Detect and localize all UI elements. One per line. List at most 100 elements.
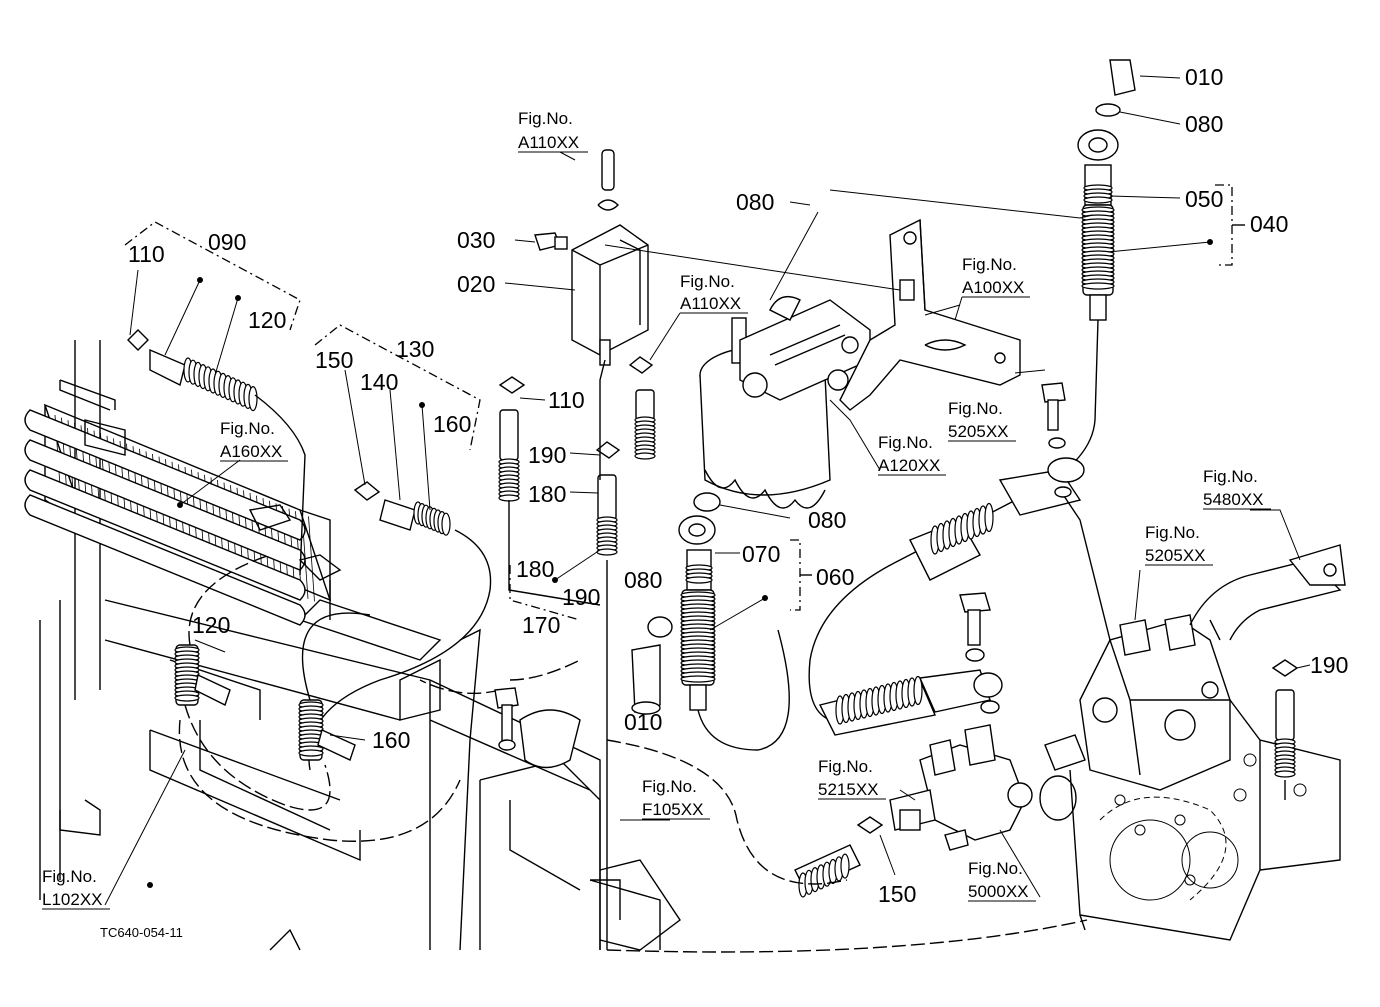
control-valve: [1044, 614, 1231, 791]
callout-160: 160: [372, 727, 410, 753]
callout-030: 030: [457, 227, 495, 253]
callout-190: 190: [1310, 652, 1348, 678]
pipe-5480: [1189, 544, 1346, 641]
hose-rib: [913, 675, 923, 706]
callout-120: 120: [248, 307, 286, 333]
fitting-190-right: [1271, 659, 1299, 800]
hose-rib: [248, 386, 258, 412]
fig-ref-5215: Fig.No. 5215XX: [818, 757, 886, 800]
mounting-bracket: [839, 218, 1021, 411]
leader-lines: [104, 75, 1311, 906]
hose-rib: [441, 512, 451, 536]
svg-text:5205XX: 5205XX: [948, 422, 1009, 441]
svg-text:5480XX: 5480XX: [1203, 490, 1264, 509]
callout-080: 080: [808, 507, 846, 533]
cooler-return-pipe: [184, 704, 331, 811]
frame-pipe: [178, 719, 461, 842]
pin-part: [601, 149, 615, 191]
svg-text:Fig.No.: Fig.No.: [818, 757, 873, 776]
fig-ref-a100: Fig.No. A100XX: [954, 255, 1030, 321]
svg-text:Fig.No.: Fig.No.: [948, 399, 1003, 418]
hose-rib: [634, 452, 656, 460]
fig-ref-a110-mid: Fig.No. A110XX: [649, 272, 748, 361]
oil-cooler: [24, 379, 342, 626]
callout-180: 180: [516, 556, 554, 582]
tractor-frame-outline: [39, 340, 681, 951]
fig-ref-f105: Fig.No. F105XX: [642, 777, 710, 820]
svg-text:A160XX: A160XX: [220, 442, 282, 461]
assembly-brackets: [509, 184, 1245, 621]
figure-references: Fig.No. A110XX Fig.No. A110XX Fig.No. A1…: [42, 109, 1271, 910]
callout-020: 020: [457, 271, 495, 297]
callout-010: 010: [624, 709, 662, 735]
svg-text:Fig.No.: Fig.No.: [1145, 523, 1200, 542]
callout-080: 080: [1185, 111, 1223, 137]
svg-text:A120XX: A120XX: [878, 456, 940, 475]
fitting-160-lower: [298, 699, 356, 761]
hose-rib: [298, 749, 324, 757]
mid-pipe: [509, 659, 581, 681]
callout-190: 190: [562, 584, 600, 610]
callout-090: 090: [208, 229, 246, 255]
svg-text:Fig.No.: Fig.No.: [220, 419, 275, 438]
fig-ref-a160: Fig.No. A160XX: [220, 419, 288, 462]
svg-text:A100XX: A100XX: [962, 278, 1024, 297]
hose-rib: [680, 675, 716, 683]
hose-rib: [984, 502, 994, 533]
callout-080: 080: [736, 189, 774, 215]
svg-text:Fig.No.: Fig.No.: [518, 109, 573, 128]
svg-text:Fig.No.: Fig.No.: [680, 272, 735, 291]
callout-010: 010: [1185, 64, 1223, 90]
cooler-feed-pipe: [188, 554, 271, 646]
hose-rib: [1081, 282, 1115, 290]
svg-text:Fig.No.: Fig.No.: [962, 255, 1017, 274]
svg-text:5205XX: 5205XX: [1145, 546, 1206, 565]
return-pipe-bottom: [606, 919, 1088, 953]
hydraulic-pump: [889, 724, 1077, 851]
fitting-120-lower: [174, 644, 231, 706]
transmission-housing: [1069, 699, 1341, 941]
hose-130: [301, 324, 492, 771]
hose-040: [808, 59, 1136, 721]
hose-rib: [174, 694, 200, 702]
cooler-fin: [308, 516, 315, 602]
callout-110: 110: [128, 241, 165, 267]
drawing-code: TC640-054-11: [100, 925, 183, 940]
callout-150: 150: [878, 881, 916, 907]
svg-text:Fig.No.: Fig.No.: [1203, 467, 1258, 486]
svg-text:Fig.No.: Fig.No.: [968, 859, 1023, 878]
return-pipe-mid: [606, 739, 848, 885]
callout-190: 190: [528, 442, 566, 468]
svg-text:A110XX: A110XX: [680, 294, 741, 313]
fig-ref-a110-top: Fig.No. A110XX: [518, 109, 588, 161]
callout-180: 180: [528, 481, 566, 507]
svg-text:5215XX: 5215XX: [818, 780, 879, 799]
hose-170: [498, 359, 621, 950]
svg-text:5000XX: 5000XX: [968, 882, 1029, 901]
svg-text:Fig.No.: Fig.No.: [878, 433, 933, 452]
fitting-150-lower: [794, 816, 884, 898]
callout-110: 110: [548, 387, 585, 413]
hose-rib: [840, 853, 850, 879]
svg-text:Fig.No.: Fig.No.: [642, 777, 697, 796]
oil-filter: [699, 296, 871, 509]
bolt-5205-upper: [1041, 382, 1072, 498]
callout-060: 060: [816, 564, 854, 590]
bolt-lower: [959, 592, 1000, 714]
fitting-near-valve: [628, 356, 656, 460]
hose-rib: [1274, 770, 1296, 778]
hose-lower-center: [818, 457, 1111, 736]
fig-ref-5480: Fig.No. 5480XX: [1203, 467, 1271, 510]
hose-rib: [685, 576, 713, 584]
fig-ref-5205-lower: Fig.No. 5205XX: [1145, 523, 1213, 566]
reservoir-bracket: [494, 687, 581, 769]
callout-120: 120: [192, 612, 230, 638]
callout-050: 050: [1185, 186, 1223, 212]
svg-text:Fig.No.: Fig.No.: [42, 867, 97, 886]
fig-ref-5205-upper: Fig.No. 5205XX: [948, 399, 1016, 442]
fig-ref-5000: Fig.No. 5000XX: [968, 859, 1036, 902]
callout-labels: 010 080 050 040 080 030 020 110 090 120 …: [128, 64, 1348, 907]
callout-080: 080: [624, 567, 662, 593]
